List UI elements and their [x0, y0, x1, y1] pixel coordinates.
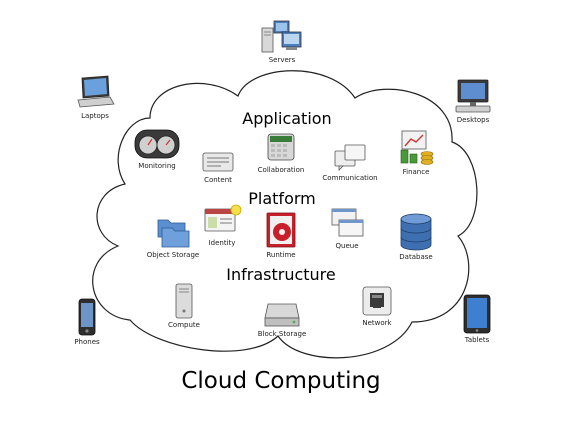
monitoring-label: Monitoring	[138, 162, 176, 170]
laptops-label: Laptops	[81, 112, 109, 120]
tablet-icon	[463, 294, 491, 334]
infra-block-storage: Block Storage	[252, 296, 312, 338]
queue-icon	[331, 208, 364, 237]
hard-drive-icon	[264, 303, 300, 327]
app-communication: Communication	[318, 142, 382, 182]
device-tablets: Tablets	[458, 294, 496, 344]
database-label: Database	[399, 253, 433, 261]
app-content: Content	[196, 150, 240, 184]
platform-database: Database	[393, 213, 439, 261]
network-label: Network	[362, 319, 392, 327]
desktop-icon	[455, 79, 491, 113]
gauge-icon	[134, 129, 180, 159]
app-monitoring: Monitoring	[130, 128, 184, 170]
network-port-icon	[362, 286, 392, 316]
desktops-label: Desktops	[456, 116, 490, 124]
tablets-label: Tablets	[464, 336, 490, 344]
device-servers: Servers	[257, 18, 307, 64]
collaboration-icon	[267, 133, 295, 161]
device-phones: Phones	[69, 298, 105, 346]
content-icon	[202, 152, 234, 172]
runtime-icon	[266, 212, 296, 248]
finance-icon	[400, 130, 434, 165]
app-collaboration: Collaboration	[252, 132, 310, 174]
queue-label: Queue	[335, 242, 359, 250]
platform-object-storage: Object Storage	[140, 215, 206, 259]
content-label: Content	[204, 176, 232, 184]
communication-icon	[334, 144, 366, 171]
platform-runtime: Runtime	[258, 211, 304, 259]
phone-icon	[78, 298, 96, 336]
compute-tower-icon	[175, 283, 193, 319]
runtime-label: Runtime	[266, 251, 296, 259]
app-finance: Finance	[393, 128, 439, 176]
object-storage-label: Object Storage	[146, 251, 200, 259]
identity-card-icon	[204, 204, 242, 232]
collaboration-label: Collaboration	[257, 166, 305, 174]
infra-network: Network	[356, 285, 398, 327]
device-laptops: Laptops	[72, 74, 118, 120]
section-platform: Platform	[248, 189, 316, 208]
servers-label: Servers	[268, 56, 296, 64]
block-storage-label: Block Storage	[257, 330, 307, 338]
section-application: Application	[242, 109, 332, 128]
laptop-icon	[77, 75, 115, 108]
servers-icon	[261, 20, 302, 53]
phones-label: Phones	[74, 338, 100, 346]
identity-label: Identity	[208, 239, 236, 247]
platform-identity: Identity	[200, 203, 244, 247]
folder-icon	[157, 219, 190, 248]
section-infrastructure: Infrastructure	[226, 265, 336, 284]
database-icon	[400, 213, 432, 251]
infra-compute: Compute	[162, 283, 206, 329]
finance-label: Finance	[402, 168, 430, 176]
platform-queue: Queue	[322, 206, 372, 250]
device-desktops: Desktops	[449, 78, 497, 124]
compute-label: Compute	[168, 321, 200, 329]
diagram-title: Cloud Computing	[181, 368, 381, 394]
communication-label: Communication	[322, 174, 378, 182]
